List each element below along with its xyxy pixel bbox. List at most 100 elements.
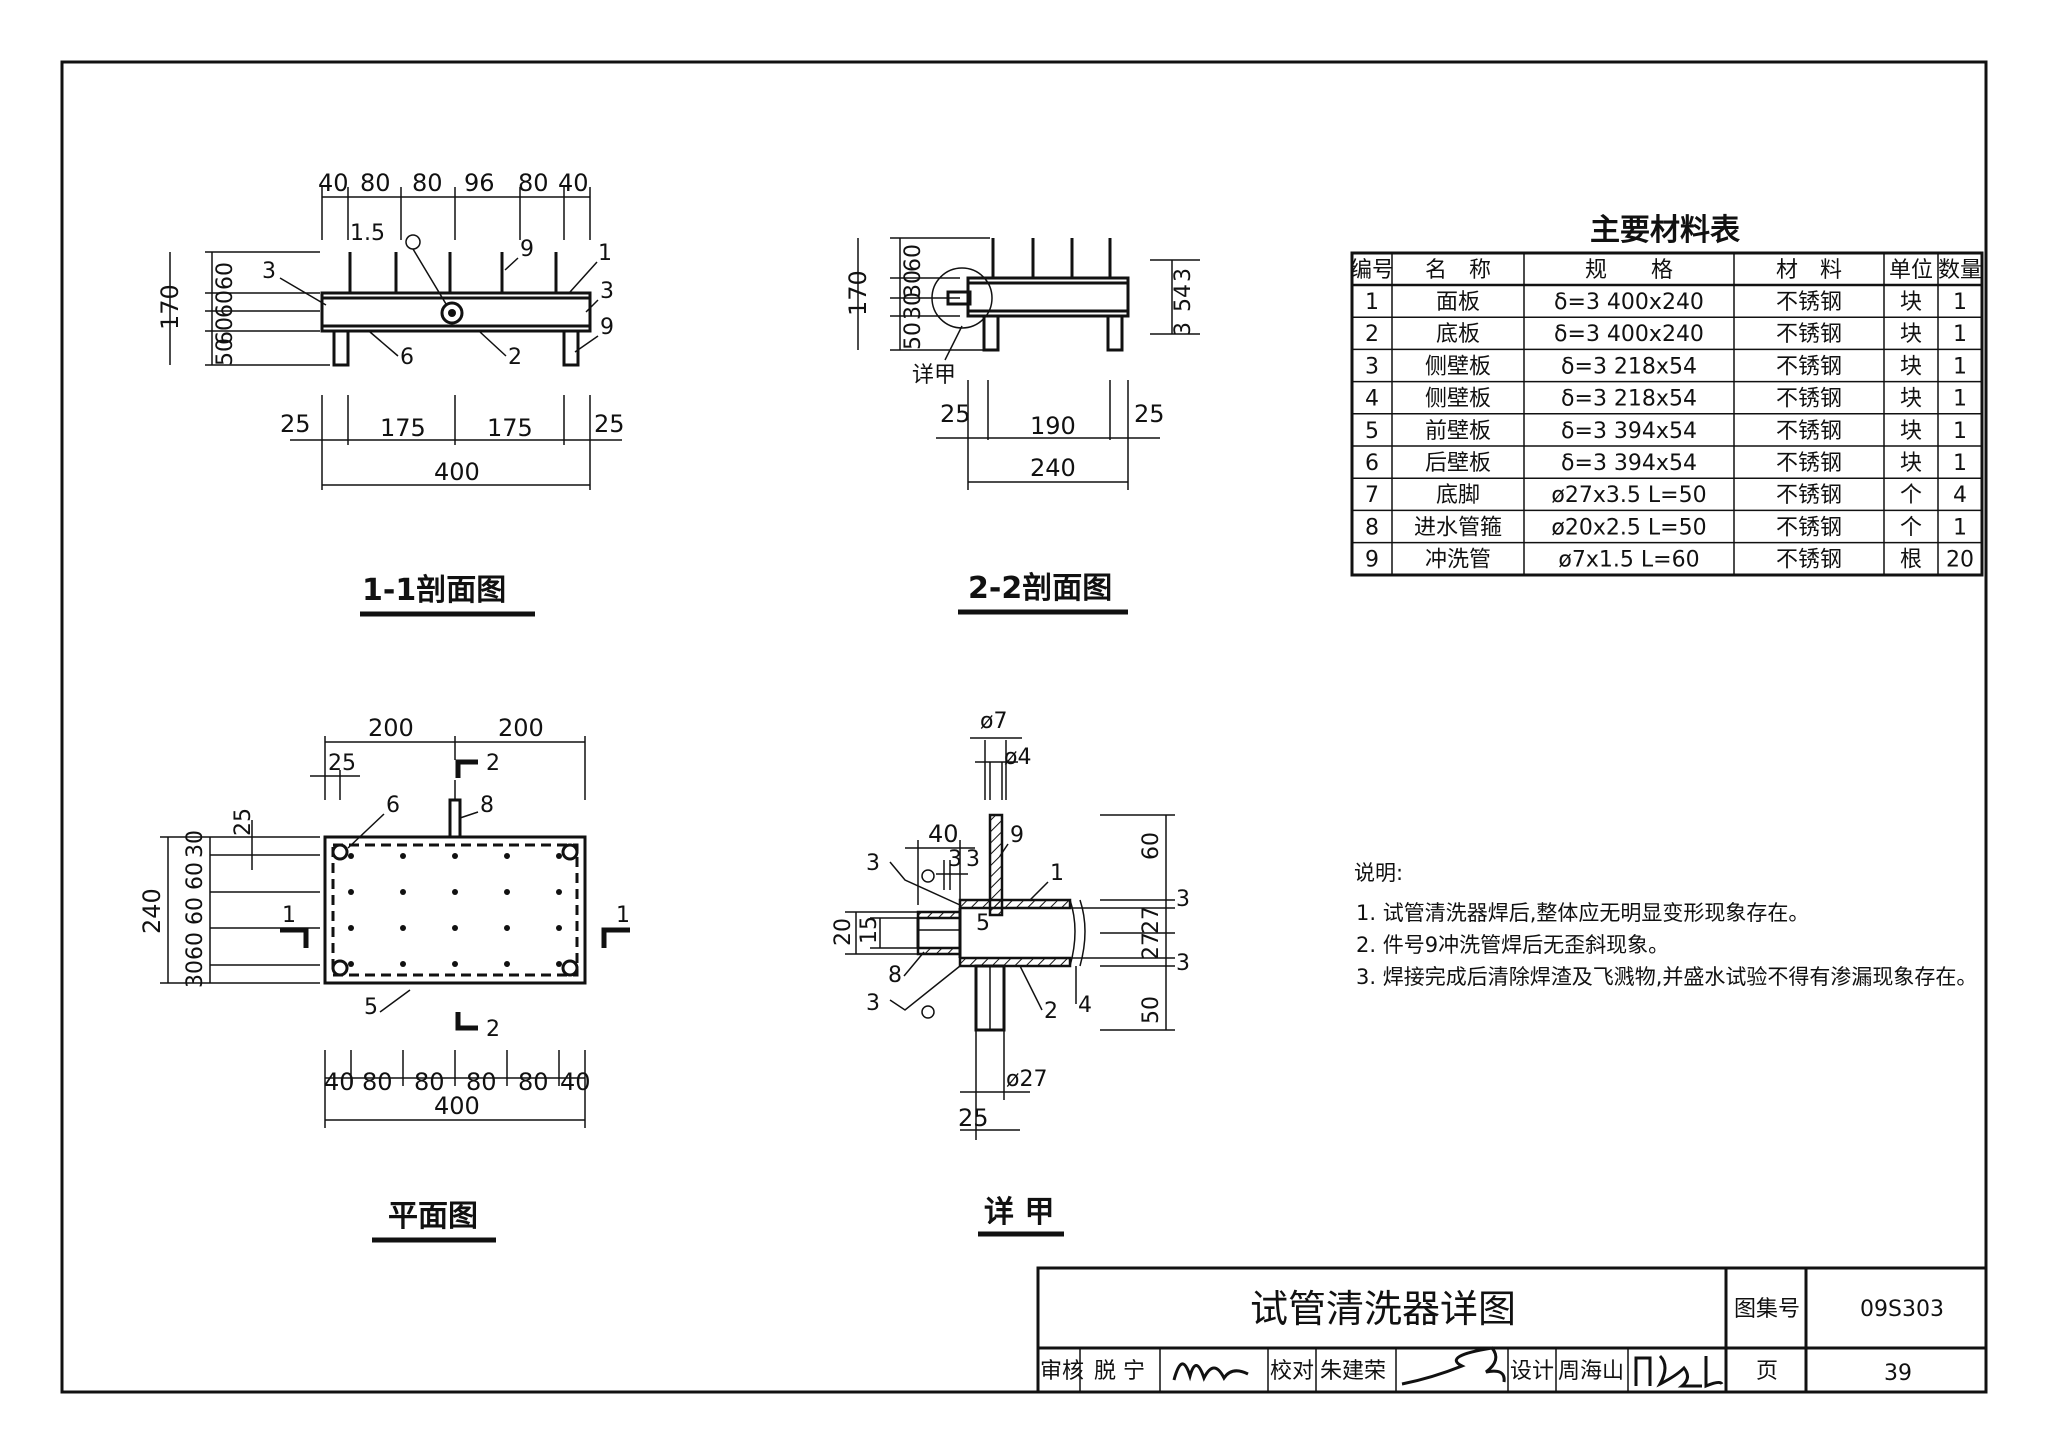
page-label: 页 [1756,1359,1778,1384]
plan-callout-5: 5 [364,995,378,1020]
detail-dim-20: 20 [831,918,856,946]
flush-tube-dot [556,961,562,967]
table-cell: 不锈钢 [1776,483,1842,508]
detail-d4: ø4 [1004,745,1031,770]
plan-left-dim-4: 60 [183,932,208,960]
plan-left-total: 240 [138,888,166,934]
flush-tube-dot [504,853,510,859]
table-cell: 9 [1365,548,1379,573]
s11-callout-6: 6 [400,345,414,370]
table-cell: 1 [1953,387,1967,412]
s11-bottom-dim-4: 25 [594,410,625,438]
detail-dim-25: 25 [958,1104,989,1132]
detail-callout-4: 4 [1078,993,1092,1018]
table-cell: 6 [1365,451,1379,476]
flush-tube-dot [452,853,458,859]
detail-d27: ø27 [1006,1067,1047,1092]
atlas-label: 图集号 [1734,1297,1800,1322]
table-cell: 5 [1365,419,1379,444]
flush-tube-dot [504,925,510,931]
review-label: 审核 [1040,1359,1084,1384]
detail-callout-9: 9 [1010,823,1024,848]
plan-view: 1 1 2 2 6 8 5 200 200 25 240 30 60 60 60… [138,714,630,1243]
plan-callout-8: 8 [480,793,494,818]
table-cell: δ=3 400x240 [1554,322,1704,347]
flush-tube-dot [348,889,354,895]
plan-left-dim-2: 60 [183,862,208,890]
s11-callout-9: 9 [520,237,534,262]
table-cell: δ=3 218x54 [1561,354,1697,379]
table-cell: 2 [1365,322,1379,347]
detail-right-dim-60: 60 [1139,832,1164,860]
s11-bottom-dim-3: 175 [487,414,533,442]
detail-callout-3-bottom: 3 [866,991,880,1016]
detail-d7: ø7 [980,709,1007,734]
table-cell: 块 [1900,354,1922,379]
s11-left-dim-2: 60 [213,290,238,318]
plan-bottom-dim-6: 40 [560,1068,591,1096]
plan-bottom-dim-5: 80 [518,1068,549,1096]
s22-left-dim-1: 60 [901,244,926,272]
flush-tube-dot [348,961,354,967]
plan-bottom-dim-3: 80 [414,1068,445,1096]
plan-bottom-total: 400 [434,1092,480,1120]
table-cell: 1 [1953,322,1967,347]
s11-top-dim-1: 40 [318,169,349,197]
table-cell: 冲洗管 [1425,548,1491,573]
detail-right-dim-3a: 3 [1176,887,1190,912]
detail-right-dim-3b: 3 [1176,951,1190,976]
detail-callout-1: 1 [1050,861,1064,886]
note-2: 2. 件号9冲洗管焊后无歪斜现象。 [1356,933,1669,957]
plan-top-small: 25 [328,751,356,776]
table-cell: 前壁板 [1425,419,1491,444]
s22-bottom-dim-1: 25 [940,400,971,428]
s11-top-dim-2: 80 [360,169,391,197]
plan-bottom-dim-4: 80 [466,1068,497,1096]
s11-callout-7: 9 [600,315,614,340]
plan-caption: 平面图 [388,1199,478,1234]
table-cell: δ=3 400x240 [1554,290,1704,315]
s11-callout-3: 3 [262,259,276,284]
designer-signature [1634,1354,1724,1389]
plan-callout-6: 6 [386,793,400,818]
s11-left-dim-4: 50 [213,338,238,366]
s22-bottom-dim-2: 190 [1030,412,1076,440]
table-cell: 个 [1900,483,1922,508]
designer-name: 周海山 [1558,1359,1624,1384]
table-cell: 3 [1365,354,1379,379]
detail-callout-5: 5 [976,911,990,936]
table-cell: 1 [1953,451,1967,476]
plan-cut-2-top: 2 [486,751,500,776]
flush-tube-dot [400,889,406,895]
section-1-1: 40 80 80 96 80 40 1.5 170 60 60 60 [156,169,625,617]
detail-right-dim-27a: 27 [1139,906,1164,934]
s11-top-dim-3: 80 [412,169,443,197]
table-cell: 1 [1953,419,1967,444]
drawing-title: 试管清洗器详图 [1250,1287,1516,1331]
flush-tube-dot [348,925,354,931]
table-cell: 1 [1953,515,1967,540]
s11-left-total: 170 [156,284,184,330]
table-cell: ø20x2.5 L=50 [1551,515,1706,540]
flush-tube-dot [556,889,562,895]
table-cell: 根 [1900,548,1922,573]
plan-cut-1-right: 1 [616,903,630,928]
flush-tube-dot [452,961,458,967]
plan-right-small: 25 [231,808,256,836]
s22-left-dim-3: 30 [901,292,926,320]
table-cell: 块 [1900,451,1922,476]
table-header-cell: 材 料 [1776,258,1842,283]
materials-title: 主要材料表 [1590,213,1740,248]
notes: 说明: 1. 试管清洗器焊后,整体应无明显变形现象存在。 2. 件号9冲洗管焊后… [1354,861,1977,989]
s22-bottom-dim-3: 25 [1134,400,1165,428]
table-cell: 1 [1953,354,1967,379]
detail-caption: 详 甲 [984,1195,1054,1230]
s22-caption: 2-2剖面图 [968,571,1112,606]
design-label: 设计 [1510,1359,1554,1384]
s11-bottom-dim-1: 25 [280,410,311,438]
flush-tube-dot [556,853,562,859]
note-3: 3. 焊接完成后清除焊渣及飞溅物,并盛水试验不得有渗漏现象存在。 [1356,965,1977,989]
sheet-border [60,60,1988,1394]
